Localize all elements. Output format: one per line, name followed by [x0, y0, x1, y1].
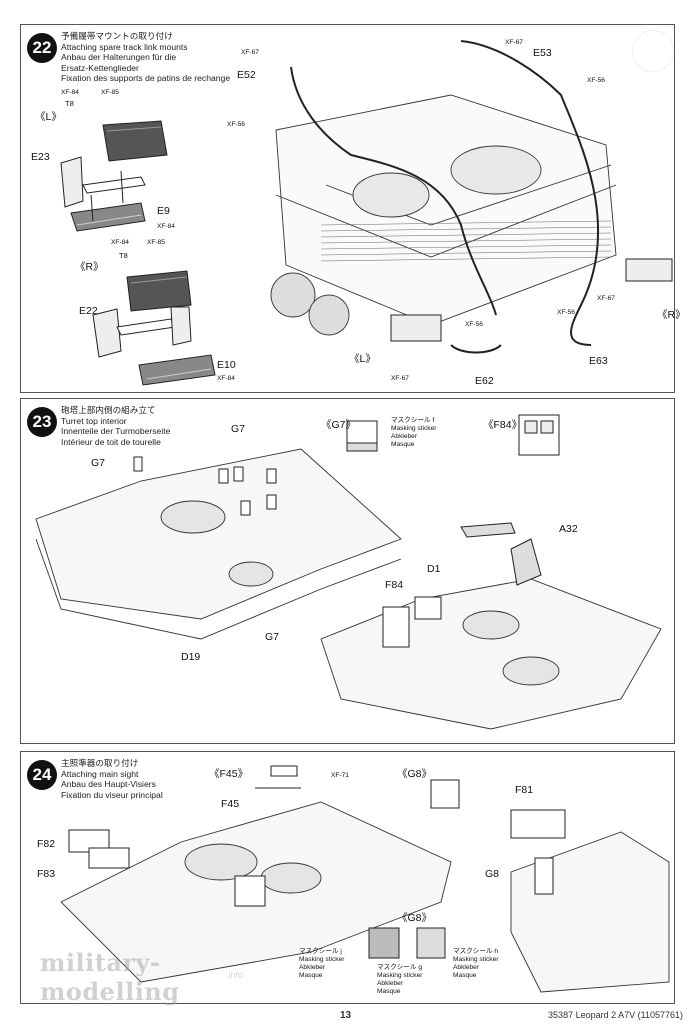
g7-detail-drawing — [346, 420, 378, 452]
label-E62: E62 — [475, 375, 494, 387]
label-T8: T8 — [65, 99, 74, 108]
page-number: 13 — [340, 1010, 352, 1021]
left-bracket-R-drawing — [92, 270, 216, 386]
label-d19: D19 — [181, 651, 201, 663]
a32-parts — [460, 522, 542, 586]
label-f83: F83 — [37, 868, 56, 880]
label-g8-detail-2: 《G8》 — [397, 912, 433, 924]
label-xf56-3: XF-56 — [557, 309, 575, 316]
label-E63: E63 — [589, 355, 608, 367]
label-f84: F84 — [385, 579, 404, 591]
step-title: 主照準器の取り付け Attaching main sight Anbau des… — [61, 758, 163, 800]
label-xf67: XF-67 — [241, 49, 259, 56]
label-E9: E9 — [157, 205, 170, 217]
label-f45-detail: 《F45》 — [209, 768, 249, 780]
step-24-illustration — [60, 765, 670, 993]
f45-detail-drawing — [255, 765, 301, 789]
label-R: 《R》 — [75, 261, 104, 273]
watermark: military-modelling .info — [22, 948, 262, 1006]
label-g7-detail: 《G7》 — [321, 419, 357, 431]
label-g7-3: G7 — [265, 631, 280, 643]
step-number: 23 — [27, 407, 57, 437]
turret-roof-right-drawing — [320, 578, 662, 730]
label-g7-1: G7 — [231, 423, 246, 435]
label-xf56: XF-56 — [587, 77, 605, 84]
label-g8: G8 — [485, 868, 500, 880]
label-f81: F81 — [515, 784, 534, 796]
mask-sticker-f: マスクシール f Masking sticker Abkleber Masque — [391, 417, 437, 448]
label-xf67-3: XF-67 — [597, 295, 615, 302]
label-xf84-4: XF-84 — [217, 375, 235, 382]
label-xf84-3: XF-84 — [111, 239, 129, 246]
kit-reference: 35387 Leopard 2 A7V (11057761) — [548, 1010, 683, 1020]
step-23-illustration — [35, 414, 662, 730]
watermark-text: military-modelling — [40, 948, 180, 1006]
label-xf67-4: XF-67 — [391, 375, 409, 382]
label-E23: E23 — [31, 151, 50, 163]
label-xf56-2: XF-56 — [227, 121, 245, 128]
label-a32: A32 — [559, 523, 578, 535]
label-g8-detail: 《G8》 — [397, 768, 433, 780]
label-E52: E52 — [237, 69, 256, 81]
road-wheels — [270, 272, 350, 336]
label-xf85-2: XF-85 — [147, 239, 165, 246]
step-number: 22 — [27, 33, 57, 63]
step-22-illustration — [60, 40, 673, 386]
watermark-suffix: .info — [226, 970, 244, 980]
mask-sticker-g: マスクシール g Masking sticker Abkleber Masque — [377, 964, 423, 995]
g8-detail-drawing — [430, 779, 460, 809]
f84-d1-parts — [382, 596, 442, 648]
label-E53: E53 — [533, 47, 552, 59]
label-f45: F45 — [221, 798, 240, 810]
turret-roof-left-drawing — [35, 448, 402, 640]
f84-detail-drawing — [518, 414, 560, 456]
step-title: 砲塔上部内側の組み立て Turret top interior Innentei… — [61, 405, 171, 447]
label-L-2: 《L》 — [349, 353, 376, 365]
rear-brackets — [390, 258, 673, 342]
label-E22: E22 — [79, 305, 98, 317]
g7-parts — [133, 456, 277, 516]
label-xf56-4: XF-56 — [465, 321, 483, 328]
mask-sticker-h: マスクシール h Masking sticker Abkleber Masque — [453, 948, 499, 979]
hull-rear-drawing — [275, 94, 617, 326]
label-xf71: XF-71 — [331, 772, 349, 779]
label-xf85: XF-85 — [101, 89, 119, 96]
label-g7-2: G7 — [91, 457, 106, 469]
f81-g8-parts — [510, 809, 566, 895]
step-24-panel: 24 主照準器の取り付け Attaching main sight Anbau … — [20, 751, 675, 1004]
step-23-panel: 23 砲塔上部内側の組み立て Turret top interior Innen… — [20, 398, 675, 744]
step-number: 24 — [27, 760, 57, 790]
label-f84-detail: 《F84》 — [483, 419, 523, 431]
label-xf84-2: XF-84 — [157, 223, 175, 230]
label-f82: F82 — [37, 838, 56, 850]
cables — [290, 40, 600, 354]
turret-roof-side-drawing — [510, 831, 670, 993]
label-L: 《L》 — [35, 111, 62, 123]
left-bracket-L-drawing — [60, 120, 168, 232]
label-d1: D1 — [427, 563, 441, 575]
mask-sticker-drawings — [368, 927, 446, 959]
mask-sticker-j: マスクシール j Masking sticker Abkleber Masque — [299, 948, 345, 979]
label-T8-2: T8 — [119, 251, 128, 260]
label-xf84: XF-84 — [61, 89, 79, 96]
f82-f83-parts — [68, 829, 266, 907]
step-title: 予備履帯マウントの取り付け Attaching spare track link… — [61, 31, 231, 83]
step-22-panel: 22 予備履帯マウントの取り付け Attaching spare track l… — [20, 24, 686, 393]
corner-stamp — [632, 30, 674, 72]
label-E10: E10 — [217, 359, 236, 371]
label-R-2: 《R》 — [657, 309, 686, 321]
label-xf67-2: XF-67 — [505, 39, 523, 46]
